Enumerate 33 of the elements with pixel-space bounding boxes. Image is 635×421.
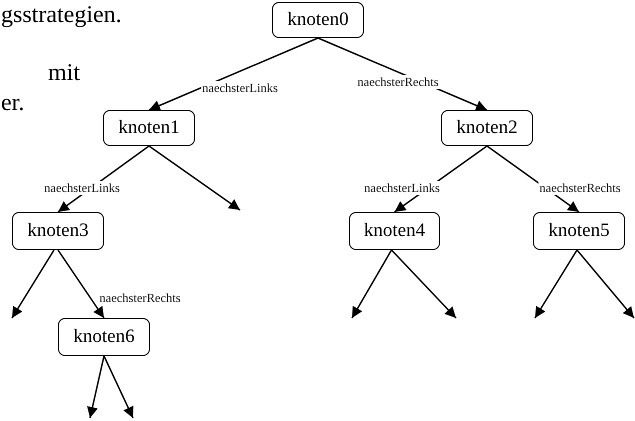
arrow <box>351 250 392 318</box>
arrow <box>103 356 134 418</box>
node-label: knoten1 <box>118 117 180 139</box>
edge-label: naechsterRechts <box>538 181 622 195</box>
node-box <box>349 212 440 250</box>
node-box <box>441 110 533 146</box>
text-fragment: gsstrategien. <box>1 2 122 28</box>
node-box <box>103 110 195 146</box>
edge-label: naechsterLinks <box>201 81 279 95</box>
edge-label: naechsterRechts <box>98 291 182 305</box>
node-label: knoten2 <box>456 117 518 139</box>
node-box <box>58 318 150 356</box>
node-box <box>533 212 625 250</box>
arrow <box>148 145 240 211</box>
node-label: knoten3 <box>27 220 89 242</box>
arrow <box>148 37 318 111</box>
node-label: knoten6 <box>73 326 135 348</box>
arrow <box>87 356 105 418</box>
text-fragment: mit <box>48 60 80 86</box>
arrow <box>11 250 55 318</box>
edge-label: naechsterRechts <box>356 75 440 89</box>
node-label: knoten0 <box>287 9 349 31</box>
text-fragment: er. <box>1 90 24 116</box>
edge-label: naechsterLinks <box>363 181 441 195</box>
arrow <box>57 250 105 318</box>
arrow <box>576 250 635 318</box>
edge-label: naechsterLinks <box>43 181 121 195</box>
arrow <box>390 249 457 319</box>
node-box <box>12 212 104 250</box>
node-label: knoten4 <box>364 220 426 242</box>
arrow <box>534 250 578 318</box>
node-label: knoten5 <box>548 220 610 242</box>
node-box <box>272 2 364 38</box>
